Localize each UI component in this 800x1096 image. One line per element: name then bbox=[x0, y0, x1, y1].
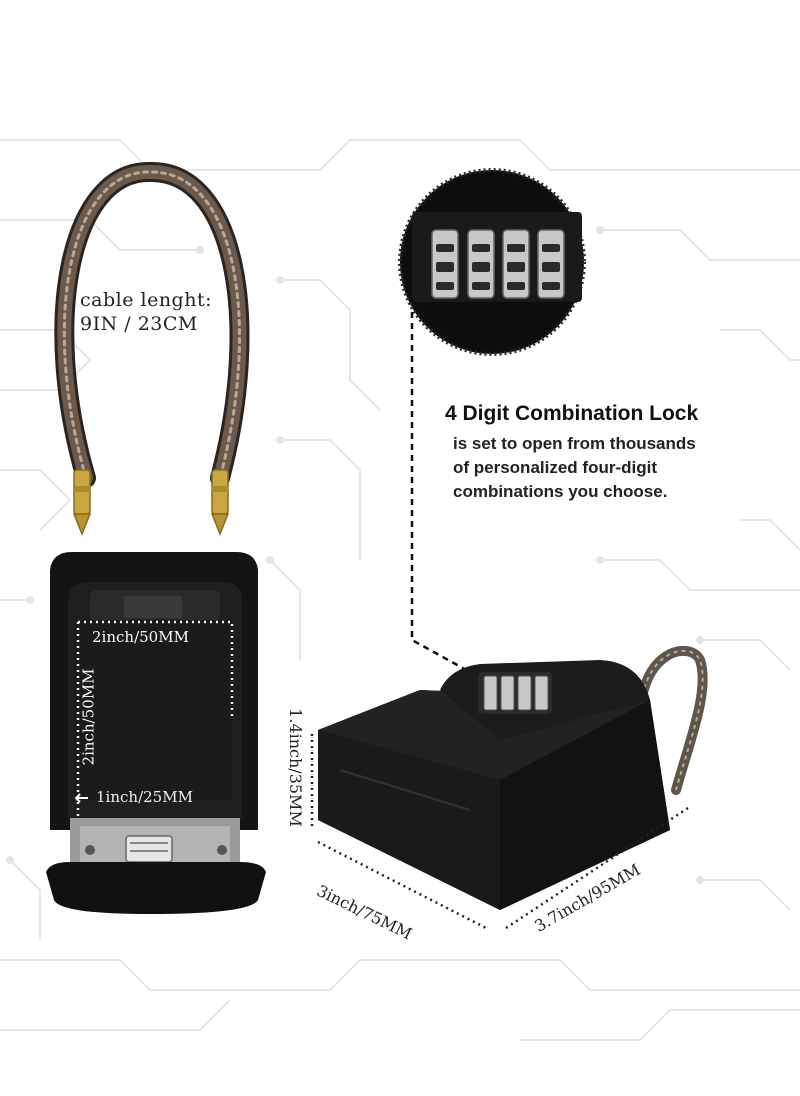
cable-length-title: cable lenght: bbox=[80, 289, 212, 311]
lock-feature-description: is set to open from thousands of persona… bbox=[453, 434, 696, 501]
brass-tip-right bbox=[210, 469, 230, 537]
lock-feature-title: 4 Digit Combination Lock bbox=[445, 402, 699, 425]
inner-width-label: 2inch/50MM bbox=[92, 628, 189, 646]
brass-tip-left bbox=[72, 469, 92, 537]
cable-length-label: cable lenght: 9IN / 23CM bbox=[80, 288, 212, 336]
inner-height-label: 2inch/50MM bbox=[79, 668, 98, 766]
outer-height-label: 1.4inch/35MM bbox=[285, 708, 305, 827]
cable-length-value: 9IN / 23CM bbox=[80, 313, 198, 335]
combination-dials bbox=[431, 229, 565, 299]
lock-feature-callout: 4 Digit Combination Lock is set to open … bbox=[445, 402, 785, 504]
inner-depth-label: 1inch/25MM bbox=[96, 788, 193, 806]
